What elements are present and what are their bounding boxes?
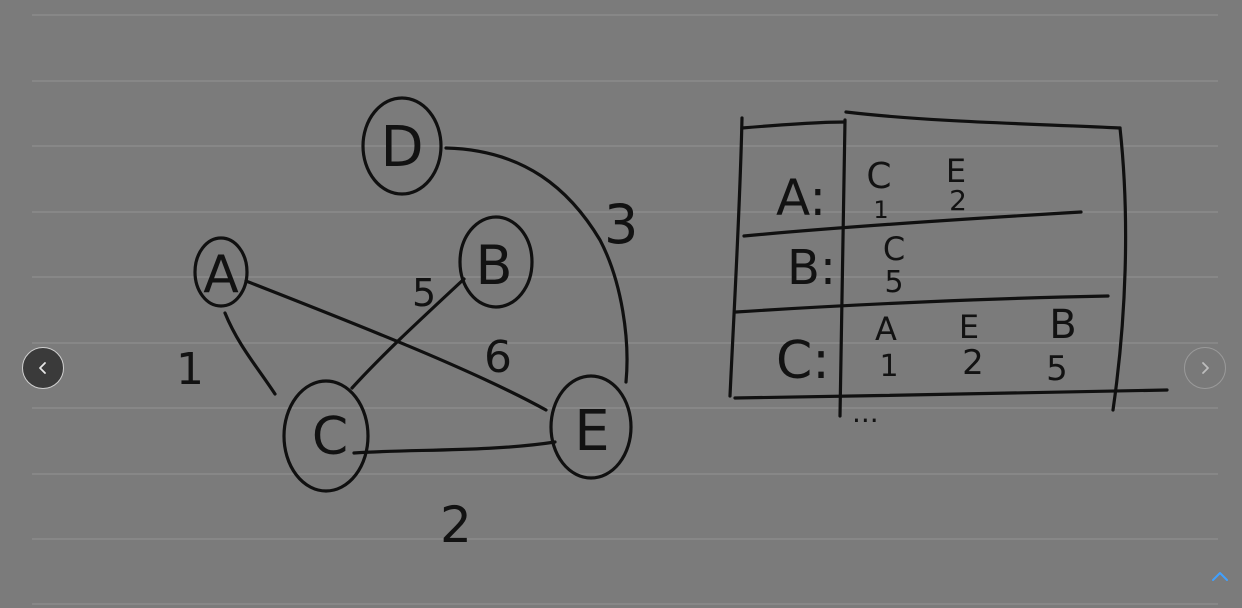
edge-c-e bbox=[352, 440, 557, 455]
table-continuation: ... bbox=[852, 396, 879, 429]
chevron-left-icon bbox=[39, 362, 46, 374]
node-label-d: D bbox=[380, 115, 423, 180]
cell-weight: 5 bbox=[884, 265, 903, 300]
cell-weight: 2 bbox=[962, 343, 984, 383]
adjacency-table-frame bbox=[728, 110, 1169, 418]
edge-d-e bbox=[444, 146, 629, 384]
node-c: C bbox=[282, 379, 370, 493]
cell-node: B bbox=[1049, 302, 1076, 348]
row-label-a: A: bbox=[776, 169, 826, 227]
node-e: E bbox=[549, 374, 633, 480]
cell-node: C bbox=[883, 230, 905, 268]
chevron-up-icon bbox=[1212, 572, 1228, 581]
cell-node: A bbox=[875, 310, 897, 348]
node-a: A bbox=[193, 236, 249, 308]
edge-weights: 1 6 5 2 3 bbox=[176, 193, 638, 554]
cell-node: E bbox=[946, 152, 966, 190]
node-d: D bbox=[361, 96, 443, 196]
adjacency-row-a: C 1 E 2 bbox=[866, 152, 966, 224]
adjacency-row-labels: A: B: C: bbox=[776, 169, 836, 391]
cell-weight: 1 bbox=[873, 196, 888, 224]
edge-weight-b-c: 5 bbox=[412, 271, 436, 315]
cell-node: E bbox=[959, 308, 979, 346]
node-label-c: C bbox=[312, 407, 348, 467]
row-label-b: B: bbox=[787, 240, 836, 296]
edge-weight-a-c: 1 bbox=[176, 344, 204, 395]
adjacency-row-c: A 1 E 2 B 5 bbox=[875, 302, 1077, 389]
scroll-to-top-button[interactable] bbox=[1208, 566, 1232, 586]
edge-weight-a-e: 6 bbox=[484, 332, 512, 383]
edge-a-c bbox=[223, 311, 277, 396]
edge-weight-c-e: 2 bbox=[440, 496, 472, 554]
ruled-lines bbox=[32, 14, 1218, 605]
chevron-right-icon bbox=[1202, 362, 1209, 374]
cell-weight: 1 bbox=[879, 349, 898, 384]
node-b: B bbox=[458, 215, 534, 309]
cell-weight: 2 bbox=[949, 184, 967, 217]
edge-b-c bbox=[350, 277, 466, 390]
edge-a-e bbox=[244, 279, 548, 412]
cell-node: C bbox=[866, 156, 891, 197]
next-page-button[interactable] bbox=[1184, 347, 1226, 389]
node-label-e: E bbox=[574, 399, 609, 464]
row-label-c: C: bbox=[776, 331, 830, 391]
graph-nodes: D A B C E bbox=[193, 96, 633, 493]
adjacency-row-b: C 5 bbox=[883, 230, 905, 300]
prev-page-button[interactable] bbox=[22, 347, 64, 389]
edge-weight-d-e: 3 bbox=[604, 193, 638, 256]
cell-weight: 5 bbox=[1046, 349, 1068, 389]
node-label-a: A bbox=[203, 245, 239, 305]
graph-edges bbox=[223, 146, 629, 455]
node-label-b: B bbox=[475, 234, 512, 297]
